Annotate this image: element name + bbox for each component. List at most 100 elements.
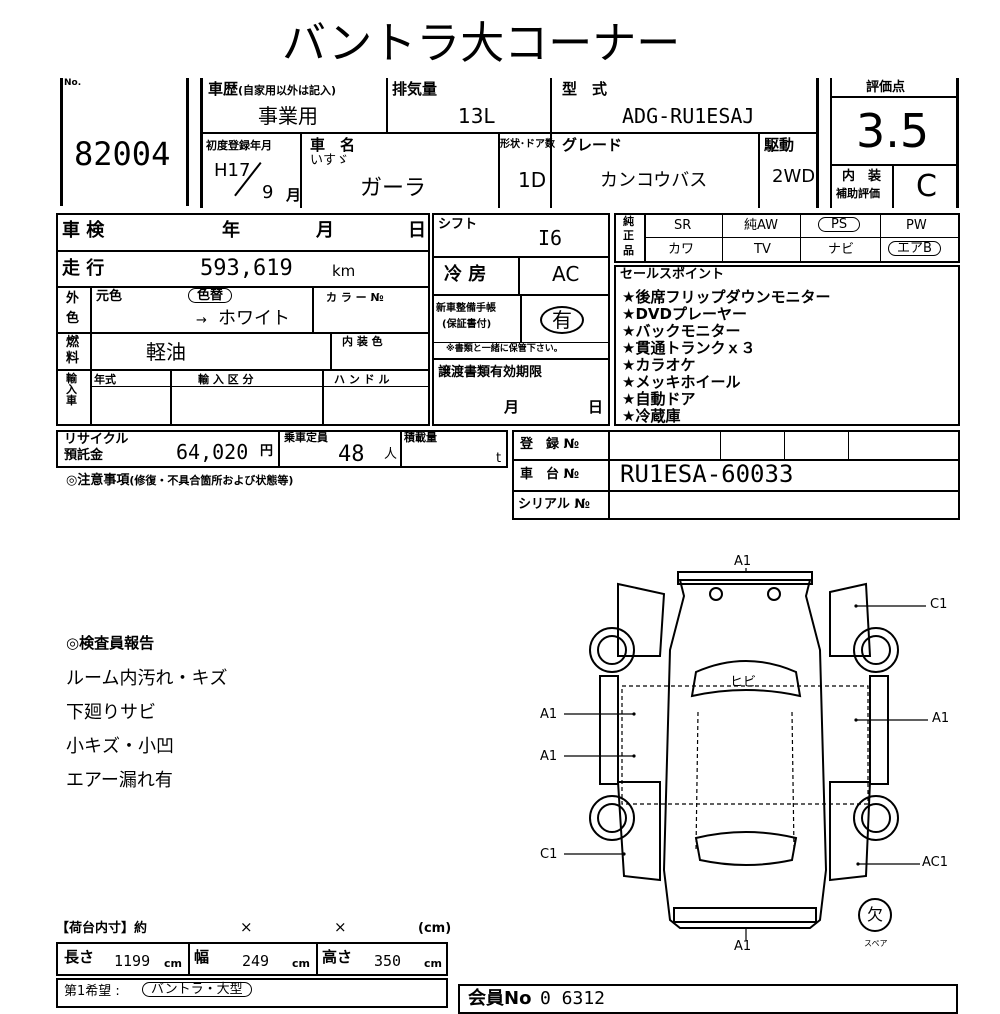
manual-label-2: (保証書付): [442, 319, 492, 330]
left-front-door: [617, 582, 666, 657]
rear-window: [694, 831, 798, 866]
import-type-label: 輸 入 区 分: [198, 373, 254, 386]
ac-value: AC: [552, 262, 580, 286]
sales-point: ★メッキホイール: [622, 373, 741, 391]
right-front-door: [829, 582, 872, 657]
wheel-front-right: [853, 627, 899, 673]
inspection-month: 月: [316, 220, 334, 241]
preference-value: バントラ・大型: [142, 982, 252, 997]
recycle-block: [56, 430, 508, 468]
grade-value: カンコウバス: [600, 170, 708, 191]
drive-value: 2WD: [772, 166, 816, 187]
equip-ps: PS: [818, 217, 861, 232]
equip-aw: 純AW: [744, 218, 779, 233]
model-value: ADG-RU1ESAJ: [622, 104, 755, 128]
load-label: 積載量: [404, 431, 437, 444]
fuel-label-2: 料: [66, 351, 80, 366]
color-value: ホワイト: [218, 308, 290, 329]
lot-label: No.: [64, 78, 82, 88]
score-label: 評価点: [866, 80, 906, 95]
serial-label: シリアル №: [518, 497, 591, 512]
fuel-label-1: 燃: [66, 335, 80, 350]
damage-right-top: C1: [930, 597, 948, 612]
equipment-block: [614, 213, 960, 263]
interior-sub-label: 補助評価: [836, 187, 880, 200]
inspector-list: ルーム内汚れ・キズ 下廻りサビ 小キズ・小凹 エアー漏れ有: [66, 664, 227, 800]
member-label: 会員No: [468, 988, 532, 1009]
damage-left-bottom: C1: [540, 847, 558, 862]
cargo-length-unit: cm: [164, 957, 182, 970]
displacement-label: 排気量: [392, 80, 438, 98]
member-number: 0 6312: [540, 988, 606, 1009]
sales-point: ★貫通トランクｘ３: [622, 339, 756, 357]
color-no-label: カ ラ ー №: [326, 291, 384, 304]
import-year-label: 年式: [94, 373, 116, 386]
wheel-rear-right: [853, 795, 899, 841]
manual-label-1: 新車整備手帳: [436, 303, 496, 314]
car-name-value: ガーラ: [360, 176, 427, 201]
load-unit: t: [496, 451, 502, 466]
cargo-width-label: 幅: [194, 948, 210, 966]
outer-color-label-2: 色: [66, 311, 80, 326]
damage-front: A1: [734, 554, 752, 569]
transfer-label: 譲渡書類有効期限: [438, 365, 543, 380]
spare-tire-marker: 欠: [858, 898, 892, 932]
inspector-item: エアー漏れ有: [66, 770, 173, 791]
preference-label: 第1希望 :: [64, 984, 120, 999]
inspection-year: 年: [222, 220, 240, 241]
recycle-value: 64,020: [176, 440, 249, 464]
sales-point: ★冷蔵庫: [622, 407, 681, 425]
damage-windshield: ヒビ: [730, 675, 757, 690]
damage-right-bottom: AC1: [922, 855, 949, 870]
mileage-label: 走 行: [62, 258, 105, 279]
cargo-title: 【荷台内寸】約: [56, 921, 148, 936]
handle-label: ハ ン ド ル: [334, 373, 390, 386]
cargo-width: 249: [242, 952, 270, 970]
bus-body-outline: [662, 579, 828, 929]
spare-missing-symbol: 欠: [866, 905, 883, 924]
car-maker: いすゞ: [310, 153, 350, 168]
capacity-label: 乗車定員: [284, 431, 328, 444]
inspector-item: 小キズ・小凹: [66, 736, 174, 757]
rear-bumper: [673, 907, 817, 923]
repaint-arrow: →: [196, 313, 207, 328]
windshield: [690, 660, 802, 698]
cargo-height-unit: cm: [424, 957, 442, 970]
sales-points-list: ★後席フリップダウンモニター ★DVDプレーヤー ★バックモニター ★貫通トラン…: [622, 286, 830, 425]
center-info-block: [432, 213, 610, 426]
sales-point: ★バックモニター: [622, 322, 741, 340]
inspector-title: ◎検査員報告: [66, 634, 155, 652]
equip-navi: ナビ: [828, 242, 855, 257]
damage-left-mid: A1: [540, 749, 558, 764]
recycle-unit: 円: [260, 444, 274, 459]
page-title: バントラ大コーナー: [282, 18, 681, 69]
capacity-value: 48: [338, 442, 365, 467]
cargo-unit: (cm): [418, 921, 452, 936]
sales-point: ★自動ドア: [622, 390, 696, 408]
header-grid: 車歴(自家用以外は記入) 事業用 排気量 13L 型 式 ADG-RU1ESAJ…: [200, 78, 820, 208]
equip-pw: PW: [906, 218, 927, 233]
left-info-block: [56, 213, 430, 426]
cargo-height: 350: [374, 952, 402, 970]
first-reg-era: H17: [214, 160, 251, 181]
transfer-month: 月: [504, 398, 520, 416]
interior-score-value: C: [916, 169, 937, 204]
cargo-x2: ×: [334, 918, 347, 936]
spare-label: スペア: [864, 939, 888, 948]
vehicle-diagram: [564, 568, 928, 940]
score-value: 3.5: [856, 104, 930, 158]
ac-label: 冷 房: [444, 264, 487, 285]
cargo-width-unit: cm: [292, 957, 310, 970]
first-reg-month: 9: [262, 182, 274, 203]
cargo-dimensions: [56, 942, 448, 976]
shift-value: I6: [538, 226, 563, 250]
mileage-unit: km: [332, 262, 356, 280]
mileage-value: 593,619: [200, 256, 293, 281]
equipment-label-2: 正: [623, 229, 634, 242]
inspector-item: ルーム内汚れ・キズ: [66, 668, 228, 689]
original-color-label: 元色: [96, 289, 123, 304]
sales-point: ★カラオケ: [622, 356, 696, 374]
member-box: [458, 984, 958, 1014]
wheel-rear-left: [589, 795, 635, 841]
